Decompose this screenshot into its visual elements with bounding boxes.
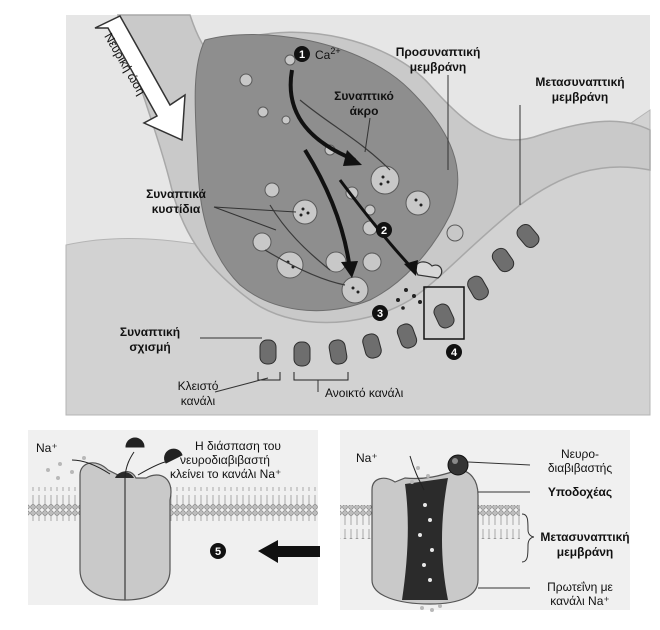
zoom-box: [423, 286, 465, 340]
reverse-arrow: [258, 540, 320, 563]
vesicles-label-2: κυστίδια: [152, 202, 201, 216]
step-5: 5: [210, 543, 226, 559]
svg-text:2: 2: [381, 225, 387, 237]
neurotransmitter: [447, 454, 469, 476]
closed-channel-label-2: κανάλι: [181, 394, 216, 408]
calcium-arrow: [288, 69, 356, 162]
cleft-label-1: Συναπτική: [120, 325, 180, 339]
top-panel: Νευρική ώση: [65, 14, 651, 416]
neurotransmitter-label-1: Νευρο-: [561, 447, 599, 461]
sodium-ions-left: [46, 456, 86, 480]
terminal-label-2: άκρο: [350, 104, 379, 118]
open-channel-label: Ανοικτό κανάλι: [325, 386, 404, 400]
presynaptic-label-2: μεμβράνη: [410, 60, 467, 74]
terminal-label-1: Συναπτικό: [334, 89, 394, 103]
breakdown-label-2: νευροδιαβιβαστή: [180, 453, 270, 467]
svg-text:4: 4: [451, 347, 458, 359]
closed-channel-label-1: Κλειστό: [178, 379, 219, 393]
channel-protein-label-1: Πρωτεΐνη με: [547, 580, 613, 594]
vesicle-paths: [264, 99, 391, 286]
cleft-label-2: σχισμή: [129, 340, 170, 354]
step-4: 4: [446, 344, 462, 360]
svg-text:5: 5: [215, 546, 221, 558]
channel-protein-label-2: κανάλι Na⁺: [550, 594, 609, 608]
open-pore: [402, 478, 448, 600]
breakdown-label-1: Η διάσπαση του: [195, 439, 281, 453]
closed-bracket: [257, 372, 281, 381]
open-bracket: [293, 372, 349, 381]
receptor-label: Υποδοχέας: [548, 485, 612, 499]
vesicle-contents: [286, 175, 423, 294]
lipid-bilayer-left: [28, 487, 318, 521]
calcium-label: Ca2+: [315, 46, 341, 62]
vesicle-arrow: [303, 148, 352, 271]
sodium-ions-right: [410, 466, 442, 612]
step-1: 1: [294, 46, 310, 62]
postsynaptic-label-2: μεμβράνη: [552, 90, 609, 104]
bottom-right-panel: Na⁺ Νευρο- διαβιβαστής Υποδοχέας Μετασυν…: [340, 430, 630, 612]
svg-text:3: 3: [377, 308, 383, 320]
svg-text:1: 1: [299, 49, 305, 61]
presynaptic-label-1: Προσυναπτική: [396, 45, 481, 59]
vesicles-label-1: Συναπτικά: [146, 187, 206, 201]
post-membrane-label-2: μεμβράνη: [557, 545, 614, 559]
post-membrane-label-1: Μετασυναπτική: [540, 530, 629, 544]
sodium-label-right: Na⁺: [356, 451, 378, 465]
synaptic-vesicles: [239, 54, 464, 304]
postsynaptic-label-1: Μετασυναπτική: [535, 75, 624, 89]
leader-lines: [200, 75, 521, 393]
neurotransmitter-label-2: διαβιβαστής: [548, 461, 613, 475]
sodium-label-left: Na⁺: [36, 441, 58, 455]
step-2: 2: [376, 222, 392, 238]
step-3: 3: [372, 305, 388, 321]
breakdown-label-3: κλείνει το κανάλι Na⁺: [170, 467, 281, 481]
neurotransmitter-fragments: [125, 437, 183, 464]
receptor-channels: [259, 224, 540, 367]
bottom-left-panel: Na⁺ Η διάσπαση του νευροδιαβιβαστή κλείν…: [28, 430, 318, 605]
released-neurotransmitter: [396, 288, 422, 310]
